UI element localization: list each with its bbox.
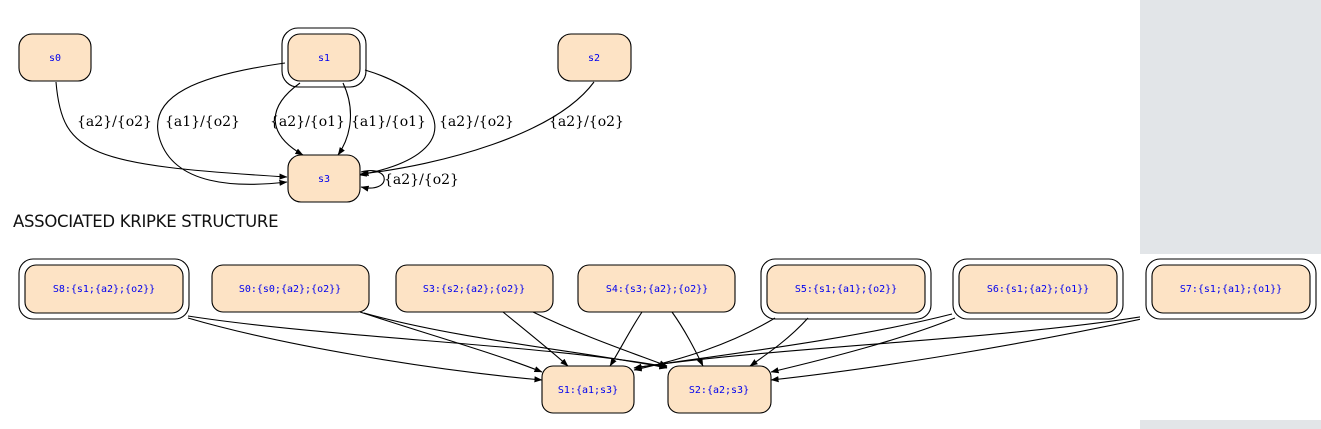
kripke-state-label: S8:{s1;{a2};{o2}}	[53, 284, 155, 295]
state-node-s2: s2	[557, 33, 632, 82]
kripke-edge-S7-S2	[770, 318, 1140, 383]
transition-s1-s3-a1-o1	[337, 82, 352, 156]
kripke-edges	[187, 311, 1140, 383]
kripke-edge-S3-S2	[532, 311, 668, 367]
kripke-edge-S6-S1	[633, 313, 953, 370]
state-label: s1	[318, 53, 330, 64]
kripke-edge-S8-S2	[187, 315, 668, 369]
state-node-s0: s0	[18, 33, 92, 82]
transition-s3-self	[360, 170, 385, 192]
machine-nodes: s0 s1 s2 s3	[18, 27, 632, 203]
edge-label: {a2}/{o2}	[549, 114, 624, 130]
kripke-edge-S7-S1	[633, 316, 1140, 370]
kripke-edge-S4-S2	[671, 311, 704, 367]
state-node-s1: s1	[281, 27, 367, 88]
kripke-edge-S4-S1	[609, 311, 643, 367]
kripke-state-label: S5:{s1;{a1};{o2}}	[795, 284, 897, 295]
kripke-node-S4: S4:{s3;{a2};{o2}}	[577, 264, 736, 313]
edge-label: {a2}/{o2}	[77, 114, 152, 130]
kripke-node-S8: S8:{s1;{a2};{o2}}	[18, 258, 190, 320]
edge-label: {a2}/{o2}	[439, 114, 514, 130]
edge-label: {a1}/{o1}	[351, 114, 426, 130]
kripke-state-label: S3:{s2;{a2};{o2}}	[423, 284, 525, 295]
kripke-node-S5: S5:{s1;{a1};{o2}}	[760, 258, 932, 320]
kripke-node-S3: S3:{s2;{a2};{o2}}	[395, 264, 554, 313]
state-label: s3	[318, 174, 330, 185]
transition-s1-s3-a2-o1	[274, 82, 304, 156]
kripke-state-label: S6:{s1;{a2};{o1}}	[987, 284, 1089, 295]
kripke-node-S0: S0:{s0;{a2};{o2}}	[211, 264, 370, 313]
kripke-nodes: S8:{s1;{a2};{o2}} S0:{s0;{a2};{o2}} S3:{…	[18, 258, 1124, 414]
kripke-edge-S0-S2	[363, 312, 668, 370]
kripke-state-label: S2:{a2;s3}	[689, 385, 749, 396]
kripke-edge-S6-S2	[770, 317, 956, 374]
right-sidebar-footer	[1140, 420, 1321, 429]
kripke-node-S1: S1:{a1;s3}	[541, 365, 635, 414]
edge-label: {a1}/{o2}	[165, 114, 240, 130]
kripke-edge-S5-S1	[633, 317, 776, 372]
state-diagrams: {a2}/{o2} {a1}/{o2} {a2}/{o1} {a1}/{o1} …	[18, 27, 1140, 414]
right-sidebar-panel	[1140, 0, 1321, 254]
kripke-edge-S3-S1	[502, 311, 569, 367]
state-label: s2	[588, 53, 600, 64]
edge-label: {a2}/{o2}	[384, 172, 459, 188]
edge-label: {a2}/{o1}	[270, 114, 345, 130]
kripke-edge-S5-S2	[749, 317, 809, 367]
kripke-state-label: S0:{s0;{a2};{o2}}	[239, 284, 341, 295]
transition-s1-s3-a1-o2	[157, 62, 288, 186]
kripke-section-heading: ASSOCIATED KRIPKE STRUCTURE	[13, 212, 279, 231]
kripke-state-label: S4:{s3;{a2};{o2}}	[606, 284, 708, 295]
transition-s2-s3	[360, 81, 595, 177]
transition-s1-s3-a2-o2	[358, 69, 436, 177]
transition-s0-s3	[55, 81, 288, 180]
kripke-edge-S0-S1	[359, 311, 543, 373]
kripke-node-S7: S7:{s1;{a1};{o1}}	[1145, 258, 1317, 320]
kripke-edge-S8-S1	[187, 317, 543, 383]
machine-edges	[55, 62, 595, 192]
kripke-state-label: S7:{s1;{a1};{o1}}	[1180, 284, 1282, 295]
machine-edge-labels: {a2}/{o2} {a1}/{o2} {a2}/{o1} {a1}/{o1} …	[77, 114, 624, 188]
kripke-node-S2: S2:{a2;s3}	[667, 365, 772, 414]
kripke-node-S6: S6:{s1;{a2};{o1}}	[952, 258, 1124, 320]
kripke-state-label: S1:{a1;s3}	[558, 385, 618, 396]
state-label: s0	[49, 53, 61, 64]
state-node-s3: s3	[287, 154, 361, 203]
